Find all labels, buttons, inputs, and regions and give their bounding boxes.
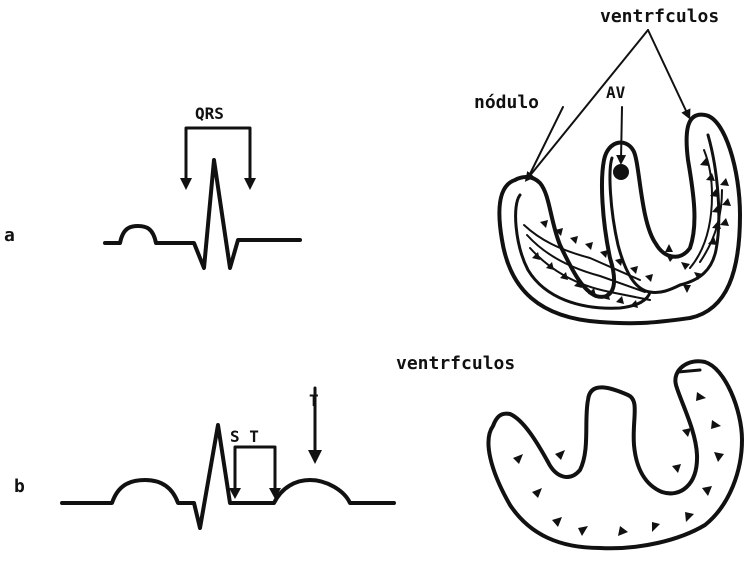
pointer-lines-top: [528, 30, 688, 178]
qrs-label: QRS: [195, 104, 224, 123]
ecg-trace-b: [62, 425, 394, 528]
heart-a: [499, 115, 740, 324]
node-label: nódulo: [474, 92, 539, 113]
row-label-a: a: [4, 225, 15, 246]
conduction-arrows-b: [513, 392, 724, 536]
t-wave-label: T: [309, 391, 319, 410]
heart-b: [488, 361, 742, 548]
ventricles-label-top: ventrfculos: [600, 6, 719, 27]
av-label: AV: [606, 83, 626, 102]
st-bracket: [229, 447, 281, 499]
ventricles-label-bottom: ventrfculos: [396, 353, 515, 374]
st-label: S T: [230, 427, 259, 446]
row-label-b: b: [14, 476, 25, 497]
ecg-trace-a: [105, 160, 300, 268]
